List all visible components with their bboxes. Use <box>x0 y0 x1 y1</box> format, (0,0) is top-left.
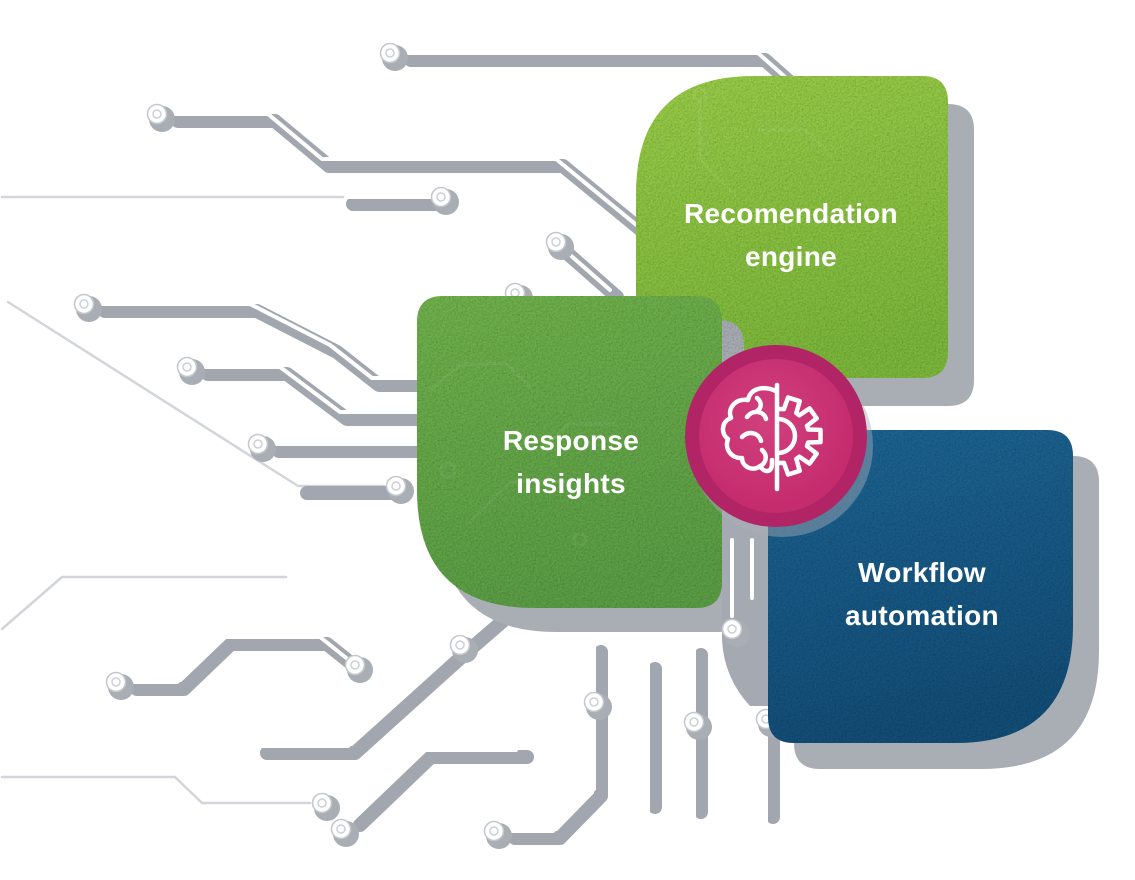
connector-band <box>721 500 768 706</box>
center-badge <box>685 345 873 537</box>
brain-gear-icon <box>720 382 823 492</box>
